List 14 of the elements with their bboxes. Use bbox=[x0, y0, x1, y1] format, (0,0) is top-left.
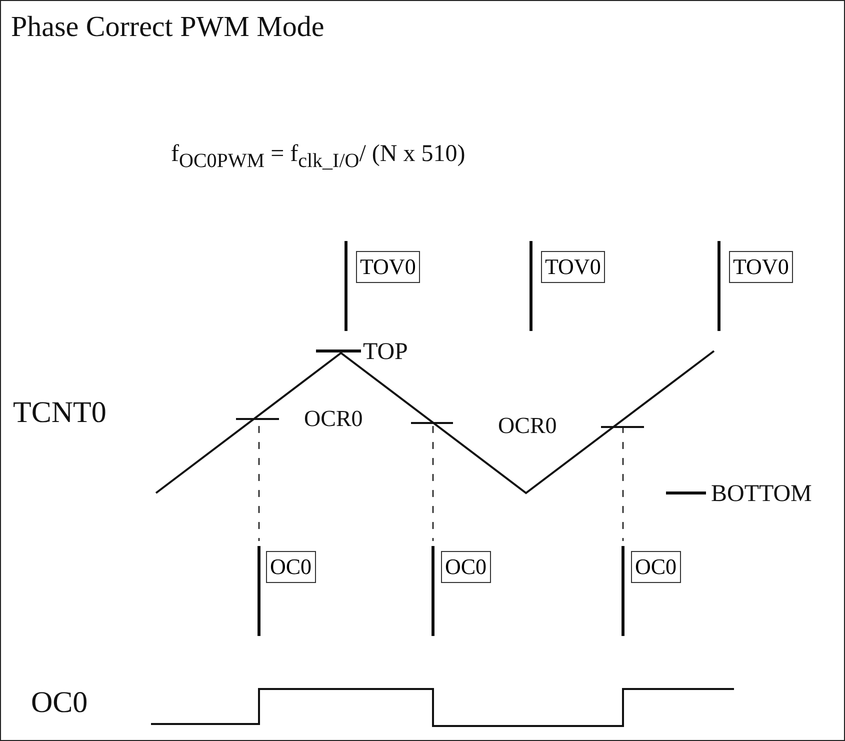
flag-label-box: TOV0 bbox=[541, 251, 605, 283]
diagram-title: Phase Correct PWM Mode bbox=[11, 11, 324, 44]
bottom-label: BOTTOM bbox=[711, 481, 812, 508]
signal-label: OC0 bbox=[31, 686, 88, 720]
frequency-formula: f$_{OC0PWM}$ = f$_{clk_I/O}$/ (N x 510) bbox=[171, 141, 466, 173]
flag-label-box: TOV0 bbox=[729, 251, 793, 283]
flag-label-box: OC0 bbox=[631, 551, 681, 583]
signal-label: TCNT0 bbox=[13, 396, 106, 430]
flag-label-box: OC0 bbox=[266, 551, 316, 583]
compare-label: OCR0 bbox=[304, 406, 363, 432]
top-label: TOP bbox=[363, 339, 408, 366]
flag-label-box: OC0 bbox=[441, 551, 491, 583]
compare-label: OCR0 bbox=[498, 413, 557, 439]
flag-label-box: TOV0 bbox=[356, 251, 420, 283]
